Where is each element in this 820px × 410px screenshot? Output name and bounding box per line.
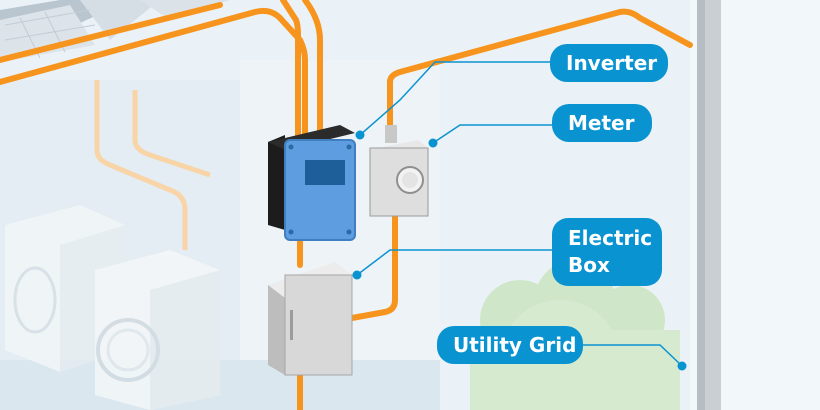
washing-machine-icon bbox=[95, 250, 220, 410]
electric-box-label-line1: Electric bbox=[568, 226, 653, 250]
utility-pole-icon bbox=[697, 0, 721, 410]
interior-wiring bbox=[94, 80, 211, 250]
inverter-icon bbox=[268, 125, 356, 241]
callout-dots bbox=[352, 130, 687, 371]
callout-lines bbox=[356, 61, 683, 367]
meter-label: Meter bbox=[552, 104, 652, 142]
utility-grid-label: Utility Grid bbox=[437, 326, 583, 364]
power-wiring bbox=[0, 0, 693, 410]
electric-box-icon bbox=[268, 262, 353, 376]
electric-box-label-line2: Box bbox=[568, 253, 610, 277]
inverter-label: Inverter bbox=[550, 44, 668, 82]
meter-icon bbox=[368, 125, 429, 217]
electric-box-label: Electric Box bbox=[552, 218, 662, 286]
solar-panel-icon bbox=[0, 0, 230, 62]
